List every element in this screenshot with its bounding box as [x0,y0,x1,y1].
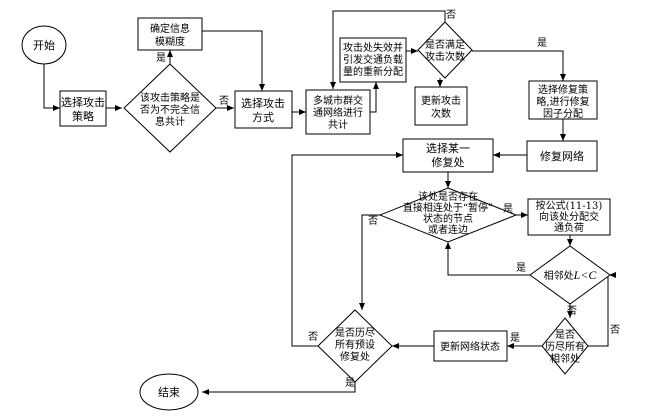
formula-line2: 向该处分配交 [539,210,599,223]
all-neighbors-line1: 是否 [555,329,575,341]
formula-allocation-box: 按公式(11-13) 向该处分配交 通负荷 [527,198,611,236]
label-d4-no: 否 [567,305,577,317]
edge-d3-no-to-d6 [359,214,380,310]
end-node: 结束 [139,373,199,411]
neighbor-less-than-c-decision: 相邻处L<C [529,245,611,305]
attack-count-decision: 是否满足 攻击次数 [417,21,473,79]
stalled-line2: 直接相连处于“暂停” [403,201,493,214]
update-network-label: 更新网络状态 [440,340,500,353]
formula-line1: 按公式(11-13) [536,199,603,212]
incomplete-info-line1: 该攻击策略是 [140,91,200,104]
all-neighbors-line2: 历尽所有 [545,340,585,353]
preset-line2: 所有预设 [335,338,375,351]
incomplete-info-decision: 该攻击策略是 否为不完全信 息共计 [123,63,217,153]
neighbor-condition-label: 相邻处L<C [544,268,598,282]
edge-d2-no-loop [330,10,446,89]
select-point-line1: 选择某一 [426,141,470,155]
edge-d2-to-repair-strategy [472,50,566,81]
edges [43,10,616,395]
cascade-line1: 攻击处失效并 [343,41,403,54]
edge-d6-to-end [202,375,356,395]
incomplete-info-line2: 否为不完全信 [140,103,200,116]
start-label: 开始 [33,38,55,52]
label-d1-yes: 是 [156,52,166,64]
neighbor-math: L<C [573,268,598,282]
confirm-fuzziness-line1: 确定信息 [150,22,190,35]
cascade-line3: 量的重新分配 [343,65,403,78]
repair-strategy-line2: 略,进行修复 [536,95,589,108]
select-attack-method-line2: 方式 [252,110,274,124]
all-neighbors-line3: 相邻处 [550,352,580,365]
end-label: 结束 [158,386,180,399]
edge-labels: 是 否 否 是 是 否 是 否 否 是 否 是 [156,9,620,389]
cascade-failure-box: 攻击处失效并 引发交通负载 量的重新分配 [339,37,407,83]
update-count-line1: 更新攻击 [421,94,461,107]
start-node: 开始 [21,25,67,65]
confirm-fuzziness-box: 确定信息 模糊度 [137,17,203,51]
repair-strategy-line3: 因子分配 [543,108,583,120]
multicity-collaboration-box: 多城市群交 通网络进行 共计 [305,89,371,135]
incomplete-info-line3: 息共计 [155,115,185,128]
stalled-line3: 状态的节点 [423,212,473,225]
attack-count-line2: 攻击次数 [425,50,465,63]
update-count-line2: 次数 [431,107,451,120]
select-attack-strategy-box: 选择攻击 策略 [59,90,107,127]
edge-d6-no-loop [291,152,403,347]
attack-count-line1: 是否满足 [425,39,465,51]
select-point-line2: 修复处 [432,155,465,169]
neighbor-prefix: 相邻处 [544,269,574,282]
edge-multicity-to-cascade [370,82,379,113]
label-d2-yes: 是 [537,37,547,49]
repair-network-box: 修复网络 [526,140,598,172]
label-d5-no: 否 [610,324,620,336]
label-d1-no: 否 [219,95,229,107]
preset-line1: 是否历尽 [335,327,375,339]
select-repair-strategy-box: 选择修复策 略,进行修复 因子分配 [528,80,598,120]
label-d5-yes: 是 [510,332,520,344]
stalled-neighbor-decision: 该处是否存在 直接相连处于“暂停” 状态的节点 或者连边 [378,187,518,243]
label-d6-no: 否 [308,331,318,343]
multicity-line2: 通网络进行 [313,106,363,119]
multicity-line1: 多城市群交 [313,94,363,107]
label-d3-yes: 是 [503,203,513,215]
stalled-line1: 该处是否存在 [418,190,478,203]
label-d3-no: 否 [368,215,378,227]
edge-d4-yes-to-d3 [445,242,530,276]
select-attack-strategy-line1: 选择攻击 [61,95,105,109]
select-attack-method-line1: 选择攻击 [241,96,285,110]
repair-network-label: 修复网络 [540,149,584,163]
confirm-fuzziness-line2: 模糊度 [155,35,185,48]
formula-line3: 通负荷 [554,221,584,234]
select-repair-point-box: 选择某一 修复处 [402,138,494,173]
label-d4-yes: 是 [516,262,526,274]
update-network-state-box: 更新网络状态 [433,330,508,362]
all-neighbors-decision: 是否 历尽所有 相邻处 [541,317,589,375]
stalled-line4: 或者连边 [428,223,468,236]
multicity-line3: 共计 [328,118,348,131]
label-d6-yes: 是 [345,377,355,389]
edge-start-to-select-strategy [43,64,60,111]
edge-confirm-to-method [202,30,265,91]
select-attack-method-box: 选择攻击 方式 [234,90,293,129]
repair-strategy-line1: 选择修复策 [538,83,588,96]
select-attack-strategy-line2: 策略 [72,109,94,123]
preset-line3: 修复处 [340,350,370,363]
all-preset-points-decision: 是否历尽 所有预设 修复处 [317,309,393,383]
label-d2-no: 否 [446,9,456,21]
cascade-line2: 引发交通负载 [343,53,403,66]
update-attack-count-box: 更新攻击 次数 [414,86,468,126]
